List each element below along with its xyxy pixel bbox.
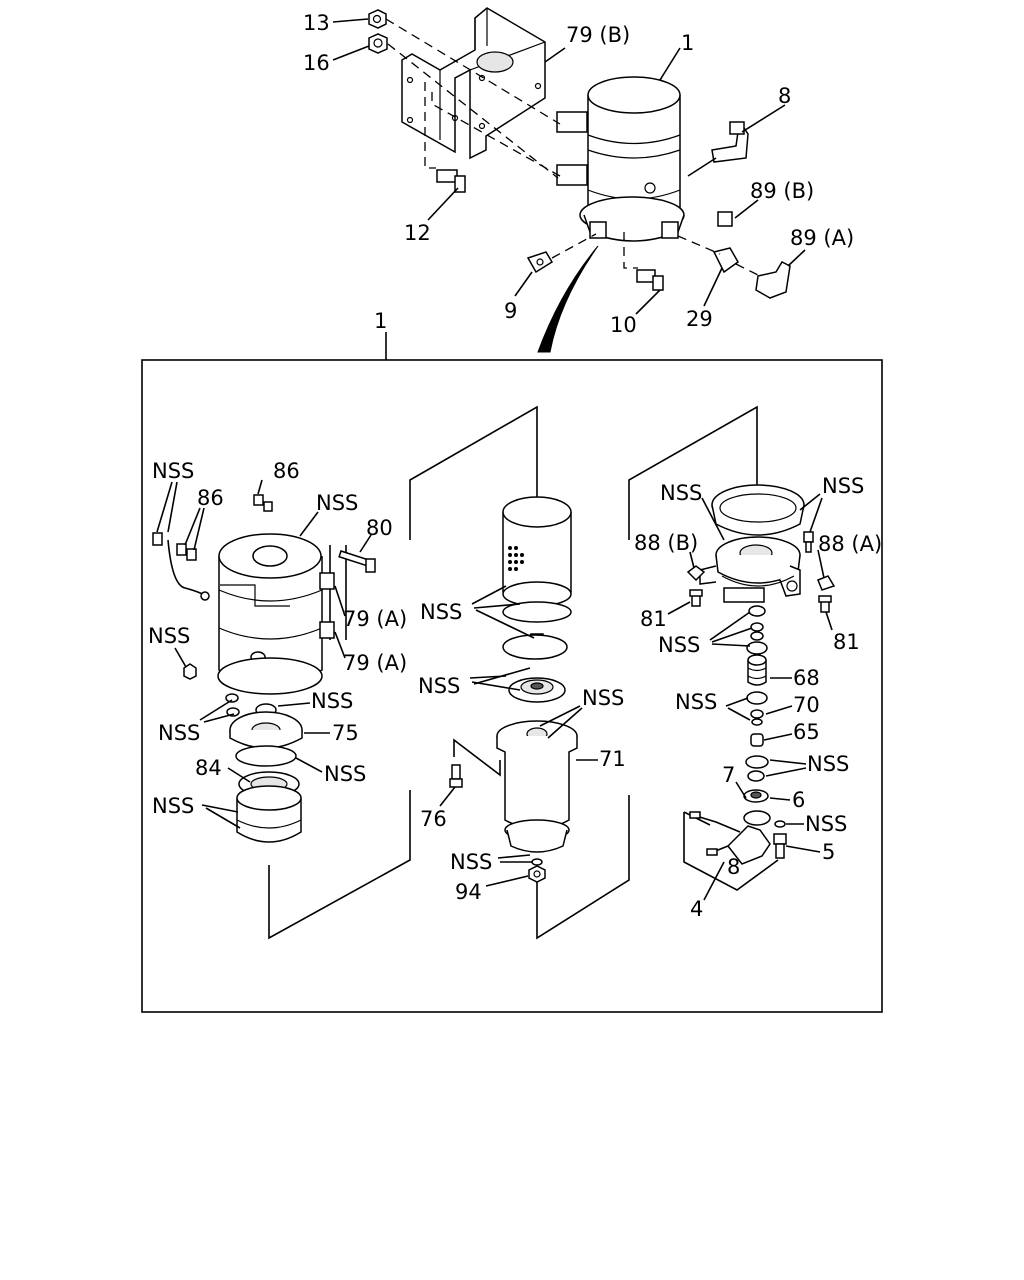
- exploded-group-lines: [268, 405, 779, 940]
- screw-81-left: [689, 589, 703, 607]
- right-group: NSS NSS 88 (B) 88 (A) 81 81 NSS 68 NSS 7…: [634, 474, 882, 921]
- label-nss-r2: NSS: [822, 474, 864, 498]
- washer-nut-16: [368, 33, 388, 54]
- label-nss-l6: NSS: [324, 762, 366, 786]
- fitting-9: [526, 251, 554, 274]
- nut-94: [528, 865, 546, 883]
- label-nss-m4: NSS: [450, 850, 492, 874]
- label-86-b: 86: [197, 486, 224, 510]
- housing-cover: [217, 533, 335, 695]
- label-94: 94: [455, 880, 482, 904]
- valve-piston-68: [747, 654, 767, 686]
- bracket-79b: [401, 7, 546, 160]
- piece-65: [750, 733, 764, 747]
- label-79a-2: 79 (A): [343, 651, 407, 675]
- callout-79b: 79 (B): [566, 23, 630, 47]
- label-nss-r6: NSS: [805, 812, 847, 836]
- tee-fitting-29: [712, 211, 739, 274]
- callout-10: 10: [610, 313, 637, 337]
- label-6: 6: [792, 788, 805, 812]
- nss-plug-left: [183, 663, 197, 680]
- bolt-10: [636, 269, 664, 291]
- dryer-body-top: [556, 76, 685, 242]
- callout-1-frame: 1: [374, 309, 387, 333]
- label-nss-m3: NSS: [582, 686, 624, 710]
- bolt-76: [449, 764, 463, 788]
- washer-nss-mid: [531, 858, 543, 866]
- nss-fitting-left: [152, 532, 163, 546]
- callout-89b: 89 (B): [750, 179, 814, 203]
- detail-frame: [141, 359, 883, 1013]
- valve-housing: [699, 536, 801, 603]
- label-81-right: 81: [833, 630, 860, 654]
- label-68: 68: [793, 666, 820, 690]
- label-nss-r1: NSS: [660, 481, 702, 505]
- nut-13: [368, 9, 387, 29]
- label-81-left: 81: [640, 607, 667, 631]
- retainer-plate: [508, 677, 566, 703]
- label-75: 75: [332, 721, 359, 745]
- label-nss-m1: NSS: [420, 600, 462, 624]
- elbow-fitting-89a: [755, 261, 791, 299]
- plug-5: [773, 820, 787, 859]
- callout-29: 29: [686, 307, 713, 331]
- valve-seat-6: [743, 789, 769, 803]
- label-nss-m2: NSS: [418, 674, 460, 698]
- bolt-upper-right: [803, 531, 814, 553]
- label-70: 70: [793, 693, 820, 717]
- label-nss-r4: NSS: [675, 690, 717, 714]
- heater-leads: [689, 811, 771, 865]
- label-7: 7: [722, 763, 735, 787]
- screw-81-right: [818, 595, 832, 613]
- label-nss-l3: NSS: [148, 624, 190, 648]
- callout-9: 9: [504, 299, 517, 323]
- label-88b: 88 (B): [634, 531, 698, 555]
- ring-7: [743, 810, 771, 826]
- elbow-fitting-8: [711, 121, 749, 163]
- label-nss-l1: NSS: [152, 459, 194, 483]
- label-nss-l5: NSS: [158, 721, 200, 745]
- housing-bottom-84: [236, 771, 302, 843]
- label-86-a: 86: [273, 459, 300, 483]
- top-assembly: 13 16 79 (B) 1 8 12 89 (B) 89 (A) 9 10 2…: [303, 7, 854, 360]
- label-65: 65: [793, 720, 820, 744]
- callout-8-top: 8: [778, 84, 791, 108]
- label-nss-l7: NSS: [152, 794, 194, 818]
- left-group: NSS 86 86 NSS 80 79 (A) 79 (A) NSS NSS N…: [148, 459, 407, 843]
- label-8-right: 8: [727, 855, 740, 879]
- middle-group: NSS NSS NSS 71 76 NSS 94: [418, 496, 626, 904]
- label-84: 84: [195, 756, 222, 780]
- label-nss-l2: NSS: [316, 491, 358, 515]
- callout-16: 16: [303, 51, 330, 75]
- callout-12: 12: [404, 221, 431, 245]
- label-nss-r3: NSS: [658, 633, 700, 657]
- bolt-12: [436, 169, 466, 193]
- small-washers: [225, 693, 240, 717]
- label-88a: 88 (A): [818, 532, 882, 556]
- label-5: 5: [822, 840, 835, 864]
- label-76: 76: [420, 807, 447, 831]
- plate-75: [229, 703, 303, 749]
- canister-71: [496, 720, 578, 853]
- label-80: 80: [366, 516, 393, 540]
- callout-13: 13: [303, 11, 330, 35]
- assembly-arrow: [537, 245, 599, 353]
- fitting-86-upper: [253, 494, 273, 512]
- callout-1-top: 1: [681, 31, 694, 55]
- label-4: 4: [690, 897, 703, 921]
- fitting-86-lower: [176, 543, 197, 561]
- spring-70: [750, 709, 764, 726]
- filter-cartridge: [502, 496, 572, 607]
- clip-88a: [817, 575, 836, 591]
- bolt-80: [338, 550, 376, 573]
- label-nss-l4: NSS: [311, 689, 353, 713]
- label-nss-r5: NSS: [807, 752, 849, 776]
- label-79a-1: 79 (A): [343, 607, 407, 631]
- label-71: 71: [599, 747, 626, 771]
- callout-89a: 89 (A): [790, 226, 854, 250]
- seal-ring-top: [711, 484, 805, 536]
